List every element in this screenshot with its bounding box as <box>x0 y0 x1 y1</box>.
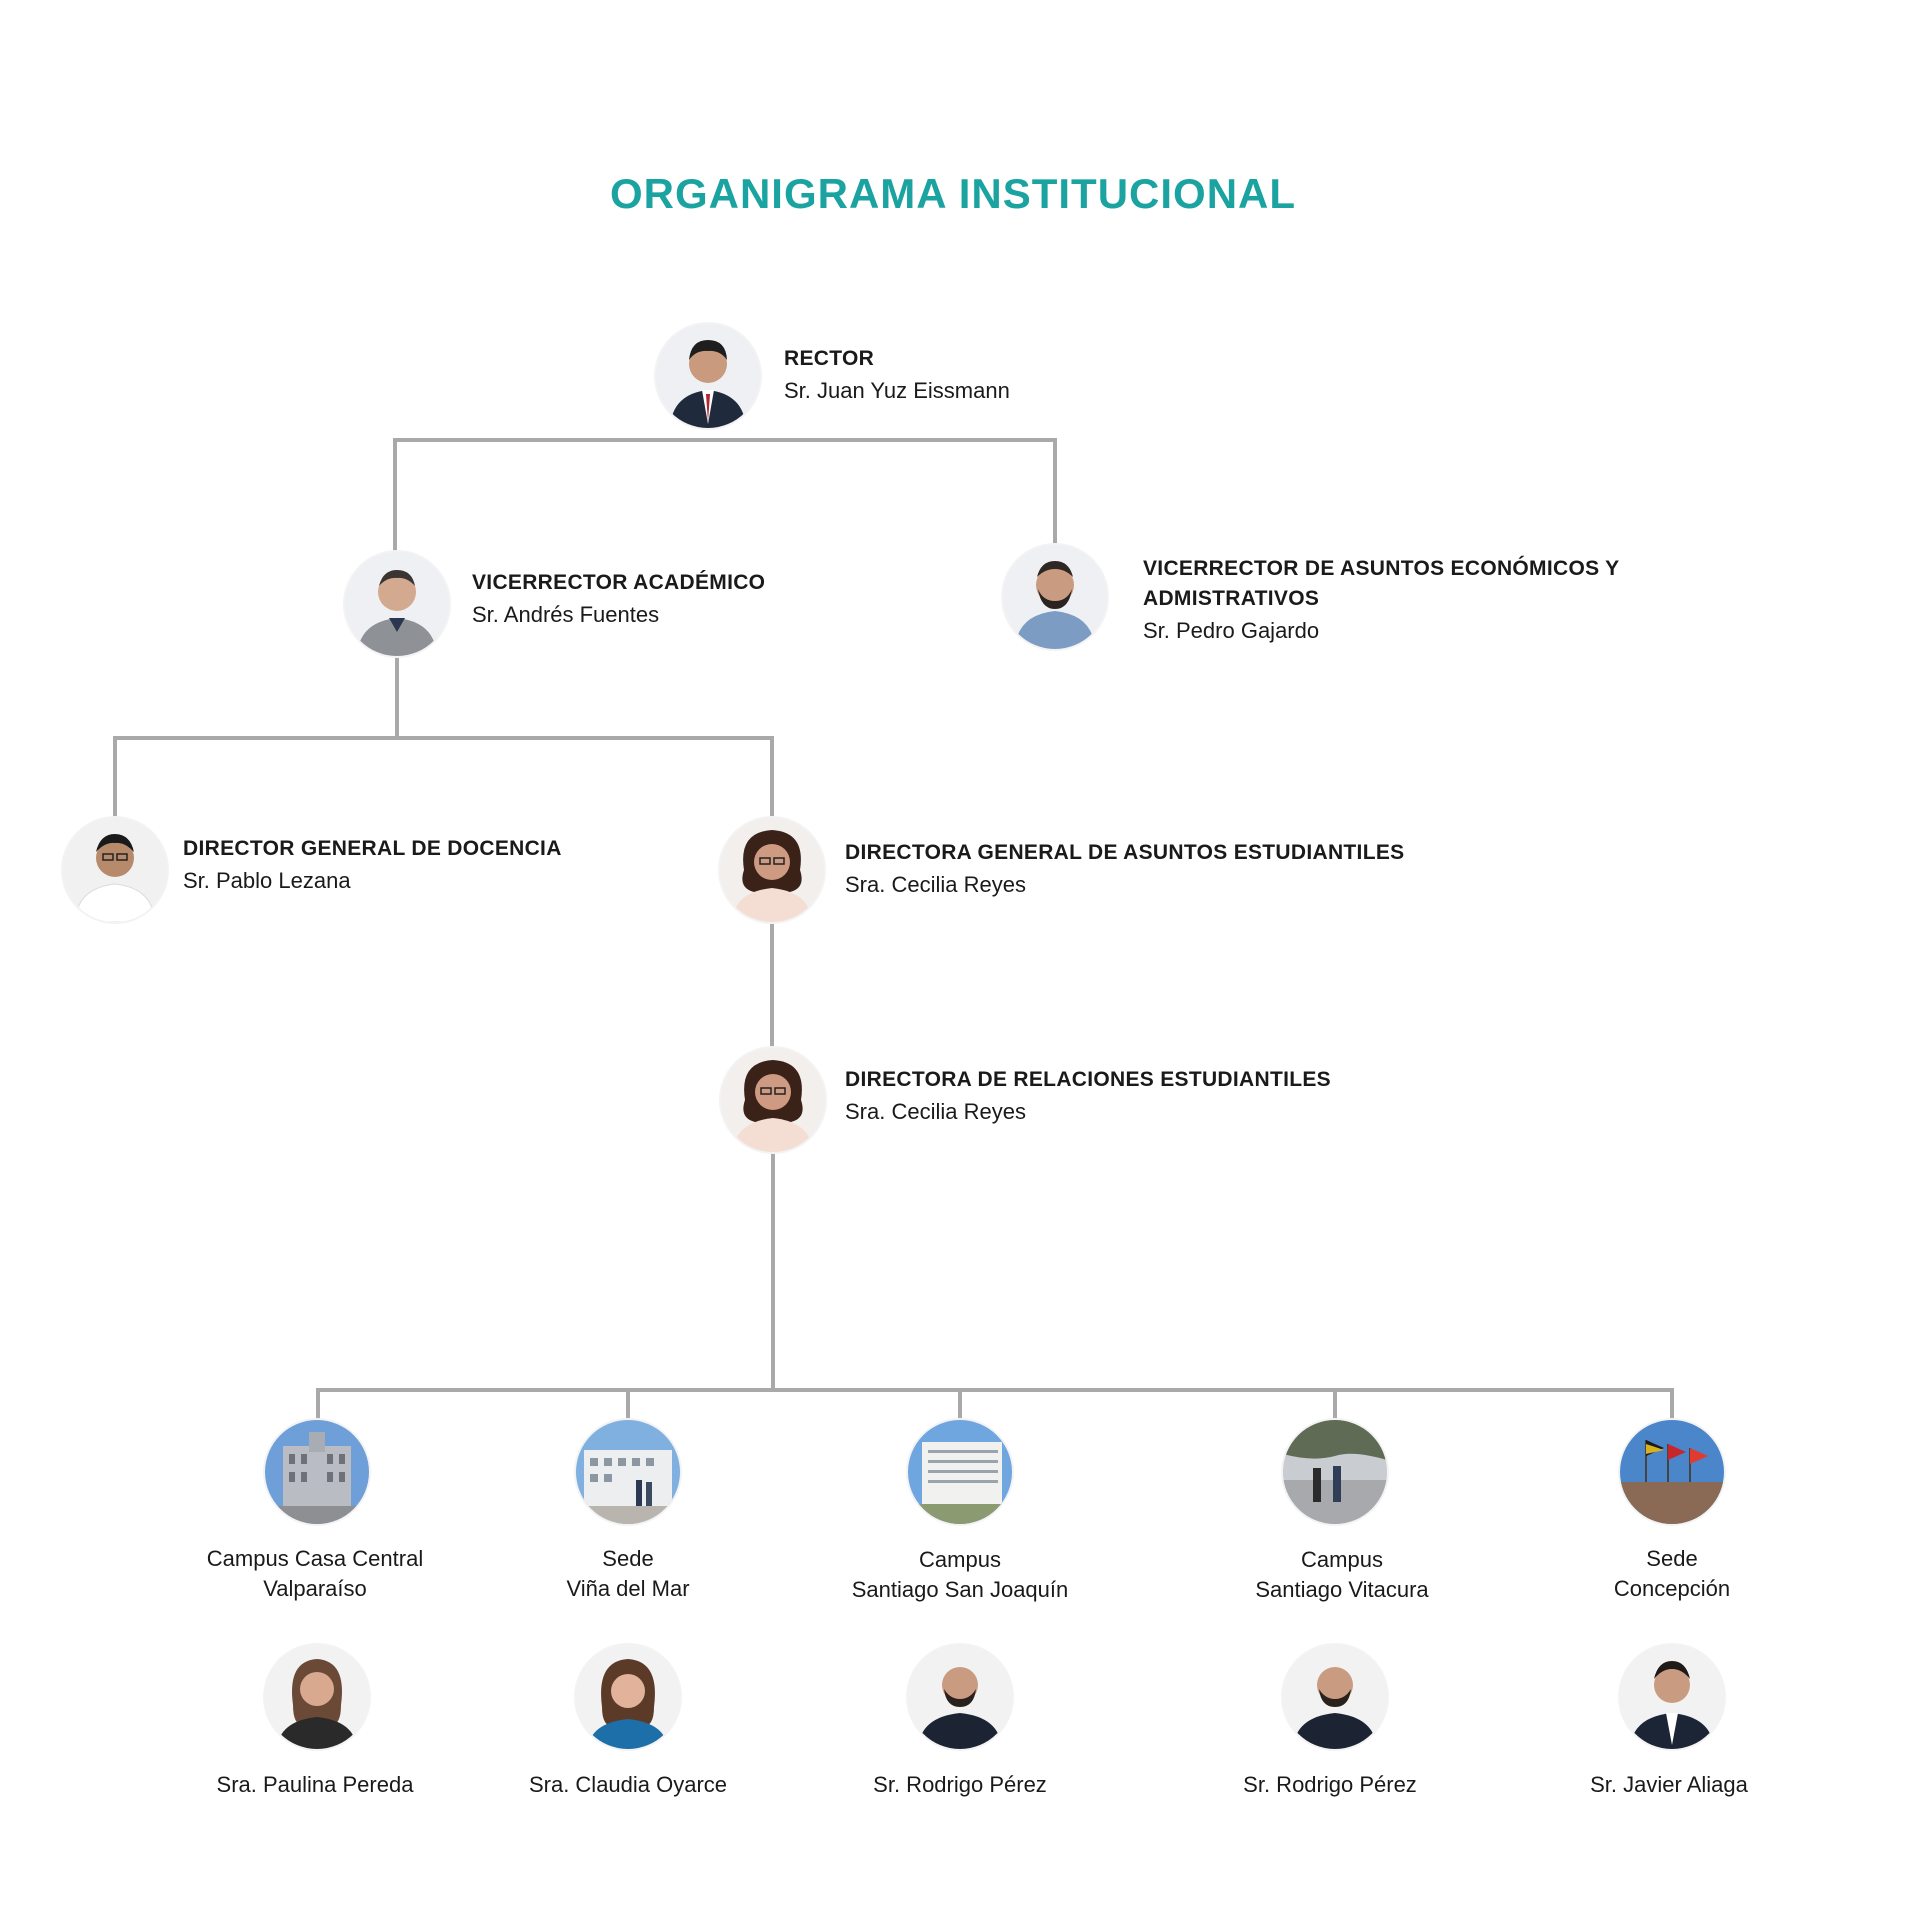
campus-photo-vitacura <box>1283 1420 1387 1524</box>
directora-relaciones-role: DIRECTORA DE RELACIONES ESTUDIANTILES <box>845 1068 1331 1091</box>
vicerrector-economico-avatar <box>1003 545 1107 649</box>
directora-asuntos-avatar <box>720 818 824 922</box>
person-photo-icon <box>576 1645 680 1749</box>
vicerrector-economico-role-line2: ADMISTRATIVOS <box>1143 587 1320 610</box>
building-photo-icon <box>1620 1420 1724 1524</box>
campus-photo-casa-central <box>265 1420 369 1524</box>
connector-campuses <box>316 1152 1674 1420</box>
campus-label-line1: Sede <box>1646 1546 1698 1571</box>
campus-label-line2: Santiago Vitacura <box>1255 1577 1429 1602</box>
campus-label-line1: Campus <box>1301 1547 1383 1572</box>
campus-label-concepcion: Sede Concepción <box>1507 1544 1837 1604</box>
campus-label-line1: Campus Casa Central <box>206 1546 424 1571</box>
person-photo-icon <box>63 818 167 922</box>
vicerrector-economico-label: VICERRECTOR DE ASUNTOS ECONÓMICOS Y ADMI… <box>1143 554 1619 646</box>
directora-asuntos-name: Sra. Cecilia Reyes <box>845 872 1026 897</box>
campus-person-name: Sr. Rodrigo Pérez <box>1243 1772 1417 1797</box>
campus-person-name: Sr. Rodrigo Pérez <box>873 1772 1047 1797</box>
director-docencia-name: Sr. Pablo Lezana <box>183 868 351 893</box>
campus-label-line2: Valparaíso <box>263 1576 367 1601</box>
campus-label-vitacura: Campus Santiago Vitacura <box>1177 1545 1507 1605</box>
campus-person-avatar-concepcion <box>1620 1645 1724 1749</box>
director-docencia-role: DIRECTOR GENERAL DE DOCENCIA <box>183 837 562 860</box>
person-photo-icon <box>1620 1645 1724 1749</box>
person-photo-icon <box>1003 545 1107 649</box>
rector-name: Sr. Juan Yuz Eissmann <box>784 378 1010 403</box>
person-photo-icon <box>1283 1645 1387 1749</box>
campus-label-line1: Sede <box>602 1546 654 1571</box>
directora-relaciones-name: Sra. Cecilia Reyes <box>845 1099 1026 1124</box>
person-photo-icon <box>908 1645 1012 1749</box>
directora-asuntos-label: DIRECTORA GENERAL DE ASUNTOS ESTUDIANTIL… <box>845 838 1404 900</box>
campus-person-avatar-san-joaquin <box>908 1645 1012 1749</box>
directora-relaciones-label: DIRECTORA DE RELACIONES ESTUDIANTILES Sr… <box>845 1065 1331 1127</box>
campus-person-name: Sra. Paulina Pereda <box>216 1772 414 1797</box>
vicerrector-academico-avatar <box>345 552 449 656</box>
campus-person-name: Sra. Claudia Oyarce <box>528 1772 728 1797</box>
vicerrector-economico-role-line1: VICERRECTOR DE ASUNTOS ECONÓMICOS Y <box>1143 557 1620 580</box>
connector-academico <box>113 655 774 818</box>
building-photo-icon <box>1283 1420 1387 1524</box>
campus-person-avatar-casa-central <box>265 1645 369 1749</box>
connector-rector <box>393 438 1057 552</box>
directora-relaciones-avatar <box>721 1048 825 1152</box>
director-docencia-label: DIRECTOR GENERAL DE DOCENCIA Sr. Pablo L… <box>183 834 562 896</box>
campus-photo-concepcion <box>1620 1420 1724 1524</box>
directora-asuntos-role: DIRECTORA GENERAL DE ASUNTOS ESTUDIANTIL… <box>845 841 1405 864</box>
campus-label-line2: Viña del Mar <box>566 1576 690 1601</box>
campus-label-casa-central: Campus Casa Central Valparaíso <box>150 1544 480 1604</box>
rector-avatar <box>656 324 760 428</box>
vicerrector-academico-role: VICERRECTOR ACADÉMICO <box>472 571 766 594</box>
campus-label-vina-del-mar: Sede Viña del Mar <box>463 1544 793 1604</box>
person-photo-icon <box>721 1048 825 1152</box>
person-photo-icon <box>720 818 824 922</box>
person-photo-icon <box>656 324 760 428</box>
vicerrector-academico-label: VICERRECTOR ACADÉMICO Sr. Andrés Fuentes <box>472 568 765 630</box>
campus-label-san-joaquin: Campus Santiago San Joaquín <box>795 1545 1125 1605</box>
building-photo-icon <box>576 1420 680 1524</box>
campus-person-avatar-vitacura <box>1283 1645 1387 1749</box>
campus-label-line2: Santiago San Joaquín <box>851 1577 1069 1602</box>
building-photo-icon <box>908 1420 1012 1524</box>
person-photo-icon <box>265 1645 369 1749</box>
campus-photo-vina-del-mar <box>576 1420 680 1524</box>
page-title: ORGANIGRAMA INSTITUCIONAL <box>609 170 1297 217</box>
person-photo-icon <box>345 552 449 656</box>
rector-role: RECTOR <box>784 347 875 370</box>
campus-person-avatar-vina-del-mar <box>576 1645 680 1749</box>
campus-label-line2: Concepción <box>1613 1576 1731 1601</box>
campus-photo-san-joaquin <box>908 1420 1012 1524</box>
rector-label: RECTOR Sr. Juan Yuz Eissmann <box>784 344 1010 406</box>
campus-label-line1: Campus <box>919 1547 1001 1572</box>
campus-person-name: Sr. Javier Aliaga <box>1590 1772 1748 1797</box>
building-photo-icon <box>265 1420 369 1524</box>
director-docencia-avatar <box>63 818 167 922</box>
vicerrector-economico-name: Sr. Pedro Gajardo <box>1143 618 1320 643</box>
vicerrector-academico-name: Sr. Andrés Fuentes <box>472 602 660 627</box>
